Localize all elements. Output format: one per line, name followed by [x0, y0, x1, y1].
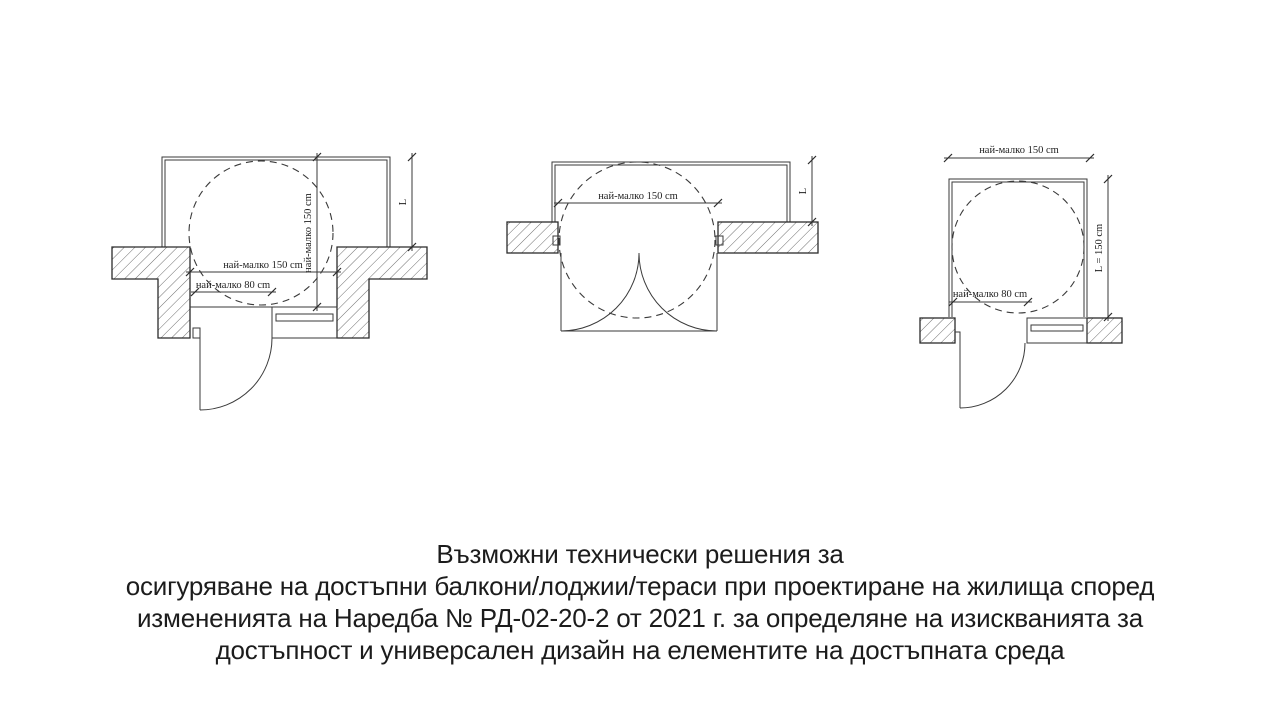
wall-right-hatched — [1086, 317, 1123, 344]
balcony-railing-outer — [948, 178, 1088, 317]
caption-line-4: достъпност и универсален дизайн на елеме… — [215, 635, 1065, 665]
caption: Възможни технически решения за осигурява… — [0, 538, 1280, 666]
window-symbol — [1026, 317, 1088, 344]
dimension-depth-label: най-малко 150 cm — [303, 193, 314, 273]
dimension-length-label: L — [398, 199, 409, 205]
door-swing-arc-left — [560, 252, 640, 332]
door-jamb — [192, 327, 201, 339]
dimension-door-label: най-малко 80 cm — [953, 289, 1027, 300]
door-jamb-left — [552, 235, 561, 246]
balcony-railing-outer — [551, 161, 791, 222]
dimension-door-label: най-малко 80 cm — [196, 280, 270, 291]
window-glazing-lines — [1030, 324, 1084, 332]
turning-circle-150cm — [558, 161, 716, 319]
wall-right-hatched — [336, 246, 428, 339]
dimension-width-label: най-малко 150 cm — [223, 260, 303, 271]
dimension-width-label: най-малко 150 cm — [598, 191, 678, 202]
dimension-length-label: L — [798, 188, 809, 194]
wall-left-hatched — [506, 221, 559, 254]
wall-left-hatched — [919, 317, 956, 344]
dimension-door: най-малко 80 cm — [948, 289, 1033, 307]
balcony-railing-inner — [554, 164, 788, 222]
diagram-balcony-double-door: най-малко 150 cm L — [506, 155, 819, 332]
diagram-balcony-recessed: най-малко 150 cm най-малко 80 cm най-мал… — [111, 152, 428, 411]
dimension-length: L = 150 cm — [1094, 174, 1113, 322]
dimension-length-label: L = 150 cm — [1094, 224, 1105, 272]
door-jamb — [955, 331, 961, 343]
dimension-depth: най-малко 150 cm — [303, 152, 322, 312]
wall-left-hatched — [111, 246, 191, 339]
dimension-width-label: най-малко 150 cm — [979, 145, 1059, 156]
balcony-railing-inner — [164, 159, 388, 247]
door-jamb-right — [715, 235, 724, 246]
diagram-balcony-projecting: най-малко 150 cm най-малко 80 cm L = 150… — [919, 145, 1123, 409]
dimension-width: най-малко 150 cm — [943, 145, 1095, 163]
balcony-railing-outer — [161, 156, 391, 247]
door-swing-arc-right — [638, 252, 718, 332]
turning-circle-150cm — [188, 160, 334, 306]
dimension-width: най-малко 150 cm — [553, 191, 723, 208]
dimension-length: L — [798, 155, 817, 227]
caption-line-1: Възможни технически решения за — [436, 539, 844, 569]
window-symbol — [271, 306, 338, 339]
wall-right-hatched — [717, 221, 819, 254]
caption-line-3: измененията на Наредба № РД-02-20-2 от 2… — [136, 603, 1144, 633]
door-swing-arc — [199, 337, 273, 411]
window-glazing-lines — [275, 313, 334, 322]
door-swing-arc — [959, 342, 1026, 409]
turning-circle-150cm — [951, 180, 1085, 314]
dimension-width: най-малко 150 cm — [185, 260, 342, 277]
dimension-door: най-малко 80 cm — [190, 280, 277, 297]
dimension-length: L — [398, 152, 417, 252]
technical-drawings: най-малко 150 cm най-малко 80 cm най-мал… — [111, 145, 1123, 411]
caption-line-2: осигуряване на достъпни балкони/лоджии/т… — [125, 571, 1155, 601]
